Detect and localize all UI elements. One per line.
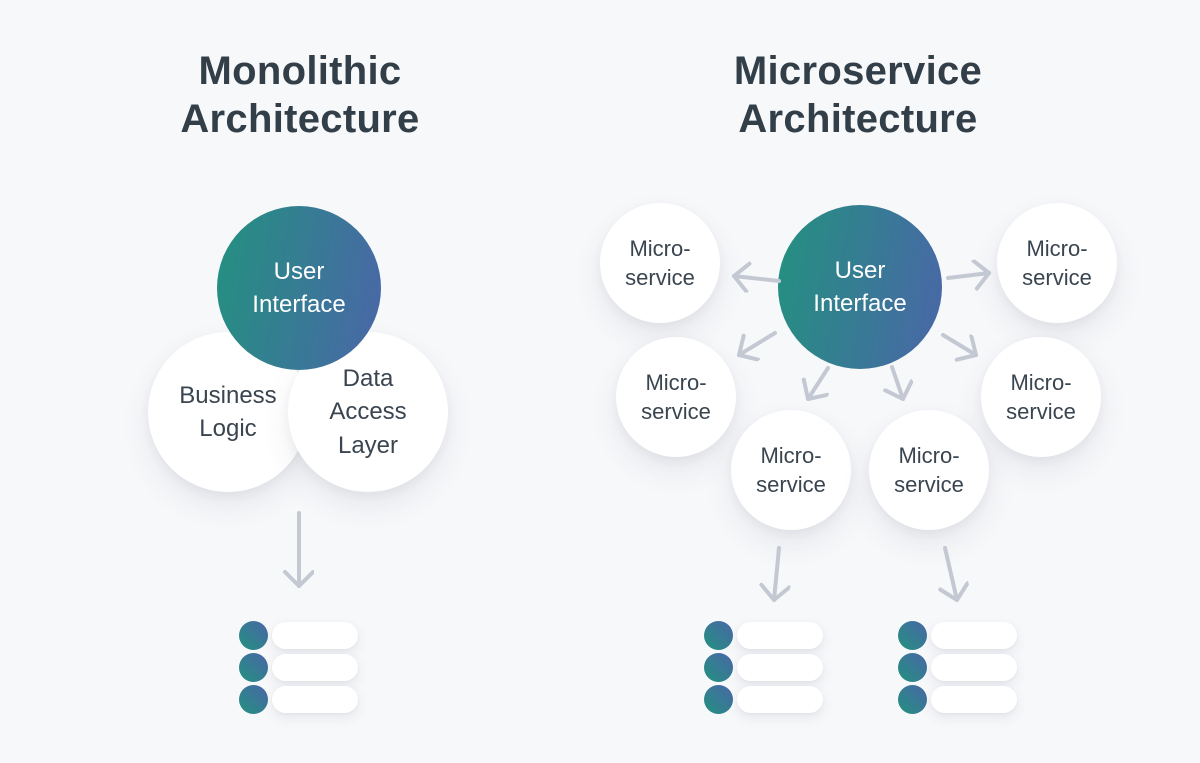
service-stack-icon-left xyxy=(704,621,823,714)
list-item xyxy=(704,653,823,682)
list-bullet-icon xyxy=(704,685,733,714)
microservice-node-6: Micro- service xyxy=(869,410,989,530)
list-bullet-icon xyxy=(239,653,268,682)
down-arrow-icon-service-right xyxy=(945,546,957,602)
list-bullet-icon xyxy=(704,653,733,682)
list-item xyxy=(239,621,358,650)
list-bar xyxy=(737,686,823,713)
list-bar xyxy=(931,686,1017,713)
microservice-node-4: Micro- service xyxy=(981,337,1101,457)
list-item xyxy=(704,685,823,714)
list-item xyxy=(239,653,358,682)
service-stack-icon-right xyxy=(898,621,1017,714)
list-bar xyxy=(272,622,358,649)
arrow-icon-ui-to-service-6 xyxy=(892,365,903,401)
microservice-node-5: Micro- service xyxy=(731,410,851,530)
microservice-node-1: Micro- service xyxy=(600,203,720,323)
list-bullet-icon xyxy=(704,621,733,650)
arrow-icon-ui-to-service-1 xyxy=(732,276,781,281)
list-item xyxy=(898,621,1017,650)
microservice-title: Microservice Architecture xyxy=(733,49,983,141)
list-bar xyxy=(272,654,358,681)
microservice-node-2: Micro- service xyxy=(997,203,1117,323)
list-item xyxy=(239,685,358,714)
list-item xyxy=(704,621,823,650)
microservice-node-3: Micro- service xyxy=(616,337,736,457)
list-bullet-icon xyxy=(898,653,927,682)
list-bar xyxy=(272,686,358,713)
list-bullet-icon xyxy=(898,621,927,650)
list-bar xyxy=(737,622,823,649)
arrow-icon-ui-to-service-4 xyxy=(941,333,978,355)
microservice-user-interface-node: User Interface xyxy=(778,205,942,369)
arrow-icon-ui-to-service-5 xyxy=(808,366,830,401)
list-bullet-icon xyxy=(239,621,268,650)
monolithic-title: Monolithic Architecture xyxy=(180,49,420,141)
down-arrow-icon-service-left xyxy=(774,546,779,602)
data-access-layer-node: Data Access Layer xyxy=(288,332,448,492)
list-item xyxy=(898,653,1017,682)
monolithic-user-interface-node: User Interface xyxy=(217,206,381,370)
list-bullet-icon xyxy=(898,685,927,714)
list-bar xyxy=(931,622,1017,649)
list-bar xyxy=(737,654,823,681)
list-bullet-icon xyxy=(239,685,268,714)
monolith-stack-icon xyxy=(239,621,358,714)
arrow-icon-ui-to-service-3 xyxy=(737,331,777,355)
list-item xyxy=(898,685,1017,714)
arrow-icon-ui-to-service-2 xyxy=(946,273,991,278)
list-bar xyxy=(931,654,1017,681)
